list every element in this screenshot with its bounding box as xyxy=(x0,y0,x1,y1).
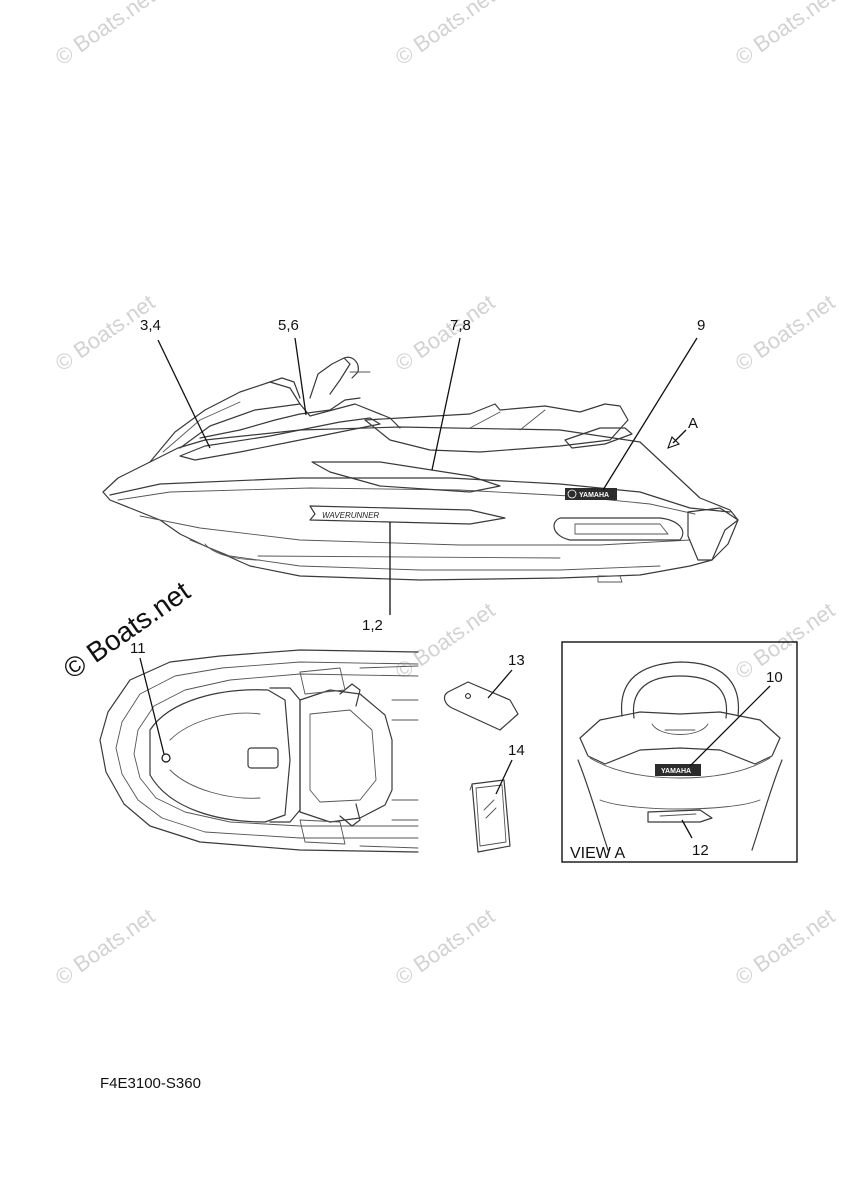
callout-1-2: 1,2 xyxy=(362,617,383,634)
callout-9: 9 xyxy=(697,317,705,334)
yamaha-side-wordmark: YAMAHA xyxy=(579,492,609,499)
view-a-arrow-label: A xyxy=(688,415,698,432)
watermark: © Boats.net xyxy=(731,597,840,684)
callout-10: 10 xyxy=(766,669,783,686)
yamaha-side-decal: YAMAHA xyxy=(565,488,617,500)
decal-location-marker xyxy=(161,753,171,763)
watermark: © Boats.net xyxy=(731,903,840,990)
yamaha-rear-decal: YAMAHA xyxy=(655,764,701,776)
yamaha-rear-wordmark: YAMAHA xyxy=(661,768,691,775)
watermark: © Boats.net xyxy=(391,597,500,684)
callout-11: 11 xyxy=(130,640,146,657)
callout-3-4: 3,4 xyxy=(140,317,161,334)
waverunner-decal: WAVERUNNER xyxy=(309,505,506,525)
watercraft-top-view: 11 xyxy=(99,640,419,853)
watermark: © Boats.net xyxy=(51,903,160,990)
callout-12: 12 xyxy=(692,842,709,859)
callout-14: 14 xyxy=(508,742,525,759)
waverunner-wordmark: WAVERUNNER xyxy=(322,511,379,520)
view-a-arrow-icon xyxy=(667,429,687,449)
watermark: © Boats.net xyxy=(731,289,840,376)
view-a-box: YAMAHA 10 12 VIEW A xyxy=(561,641,798,863)
watermark-prominent: © Boats.net xyxy=(58,575,196,685)
watermark: © Boats.net xyxy=(731,0,840,70)
part-14-manual-holder: 14 xyxy=(469,742,525,853)
watermark: © Boats.net xyxy=(391,289,500,376)
part-13-caution-card: 13 xyxy=(443,652,525,731)
callout-13: 13 xyxy=(508,652,525,669)
view-a-label: VIEW A xyxy=(570,845,625,862)
callout-5-6: 5,6 xyxy=(278,317,299,334)
callout-7-8: 7,8 xyxy=(450,317,471,334)
watermark: © Boats.net xyxy=(391,0,500,70)
watermark: © Boats.net xyxy=(391,903,500,990)
watercraft-side-view: WAVERUNNER YAMAHA xyxy=(102,356,739,583)
diagram-code: F4E3100-S360 xyxy=(100,1075,201,1092)
watermarks: © Boats.net © Boats.net © Boats.net © Bo… xyxy=(51,0,840,990)
watermark: © Boats.net xyxy=(51,0,160,70)
side-view-callouts: 3,4 5,6 7,8 9 1,2 A xyxy=(140,317,705,634)
